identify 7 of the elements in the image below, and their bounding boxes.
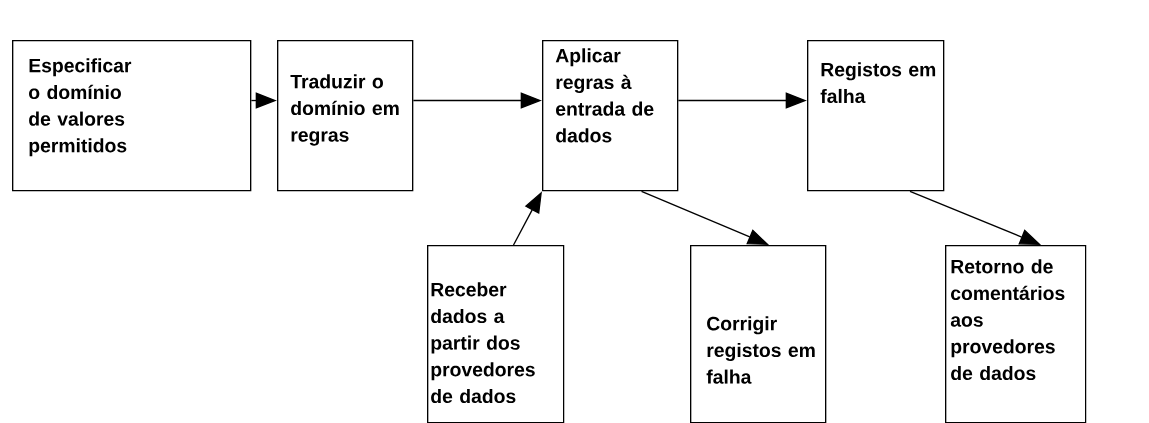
process-box: Receber dados a partir dos provedores de dados: [427, 245, 565, 423]
process-box: Corrigir registos em falha: [690, 245, 827, 423]
process-box: Registos em falha: [807, 40, 945, 192]
process-box: Aplicar regras à entrada de dados: [542, 40, 679, 192]
process-box: Retorno de comentários aos provedores de dados: [945, 245, 1087, 423]
process-box: Traduzir o domínio em regras: [277, 40, 414, 192]
process-box: Especificar o domínio de valores permitidos: [12, 40, 252, 192]
